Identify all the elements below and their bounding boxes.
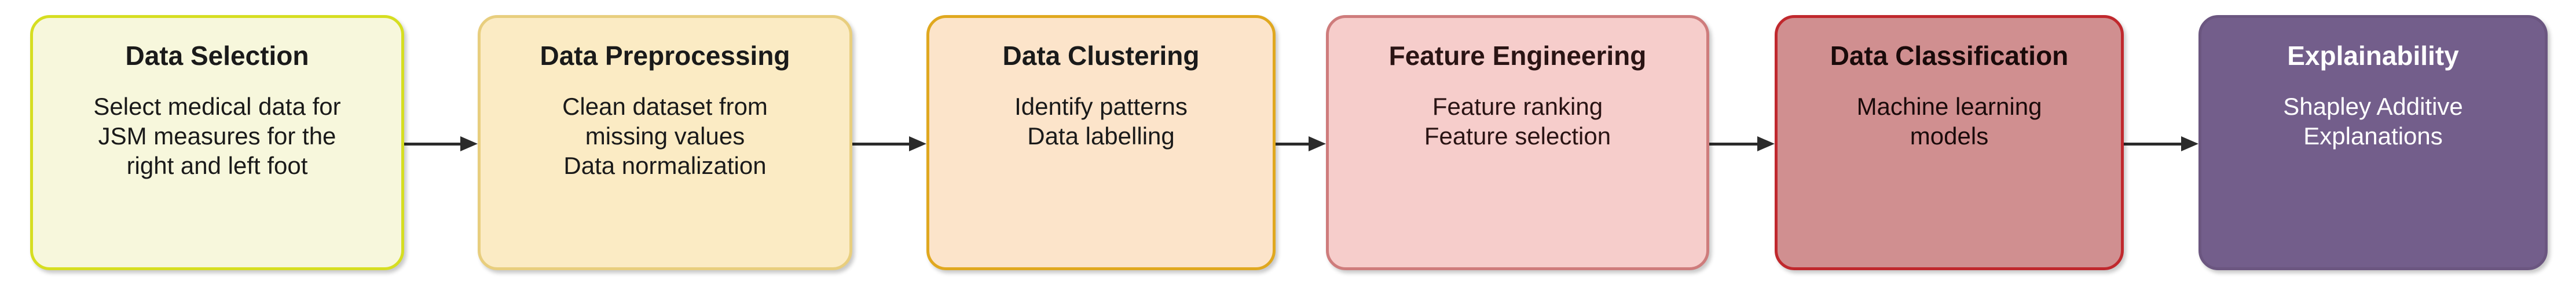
node-title: Explainability bbox=[2287, 41, 2459, 71]
node-title: Data Classification bbox=[1830, 41, 2069, 71]
node-description: Feature ranking Feature selection bbox=[1424, 92, 1611, 150]
connector-data-classification-to-explainability bbox=[2124, 136, 2198, 151]
connector-data-clustering-to-feature-engineering bbox=[1276, 136, 1326, 151]
node-title: Data Clustering bbox=[1002, 41, 1200, 71]
node-description: Clean dataset from missing values Data n… bbox=[562, 92, 768, 180]
arrow-right-icon bbox=[1309, 136, 1326, 151]
node-description: Select medical data for JSM measures for… bbox=[93, 92, 341, 180]
arrow-right-icon bbox=[460, 136, 478, 151]
arrow-right-icon bbox=[1757, 136, 1775, 151]
connector-line bbox=[1276, 143, 1310, 146]
connector-feature-engineering-to-data-classification bbox=[1709, 136, 1775, 151]
connector-line bbox=[1709, 143, 1758, 146]
connector-data-selection-to-data-preprocessing bbox=[404, 136, 478, 151]
arrow-right-icon bbox=[909, 136, 926, 151]
connector-data-preprocessing-to-data-clustering bbox=[852, 136, 926, 151]
node-description: Machine learning models bbox=[1856, 92, 2042, 150]
node-description: Shapley Additive Explanations bbox=[2283, 92, 2463, 150]
connector-line bbox=[404, 143, 461, 146]
node-title: Feature Engineering bbox=[1388, 41, 1647, 71]
node-title: Data Preprocessing bbox=[540, 41, 790, 71]
connector-line bbox=[2124, 143, 2182, 146]
connector-line bbox=[852, 143, 910, 146]
node-title: Data Selection bbox=[125, 41, 309, 71]
node-description: Identify patterns Data labelling bbox=[1014, 92, 1188, 150]
arrow-right-icon bbox=[2181, 136, 2198, 151]
